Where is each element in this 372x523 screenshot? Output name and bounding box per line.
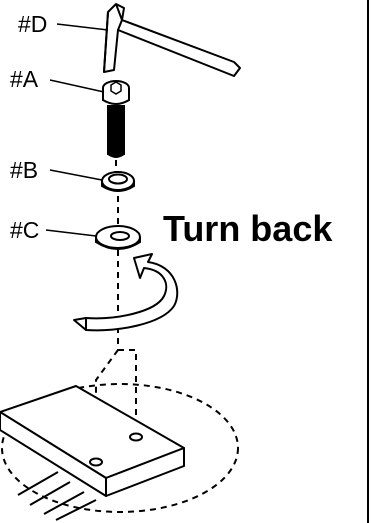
part-label-a: #A — [10, 66, 39, 92]
part-label-c: #C — [10, 217, 39, 243]
base-plate-icon — [0, 385, 185, 521]
bolt-icon — [102, 80, 130, 158]
part-label-b: #B — [10, 157, 38, 183]
detail-circle — [1, 383, 239, 513]
leader-lines — [45, 23, 109, 237]
assembly-axis — [95, 160, 137, 455]
hex-key-icon — [103, 3, 241, 77]
spring-washer-icon — [101, 171, 135, 192]
turn-arrow-icon — [73, 253, 179, 332]
instruction-label: Turn back — [163, 208, 333, 249]
flat-washer-icon — [95, 225, 141, 250]
part-label-d: #D — [18, 11, 47, 37]
